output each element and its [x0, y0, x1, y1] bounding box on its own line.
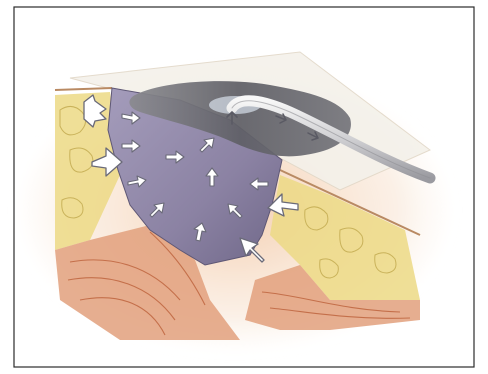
illustration-canvas: [0, 0, 488, 374]
negative-pressure-wound-therapy-illustration: [0, 0, 488, 374]
